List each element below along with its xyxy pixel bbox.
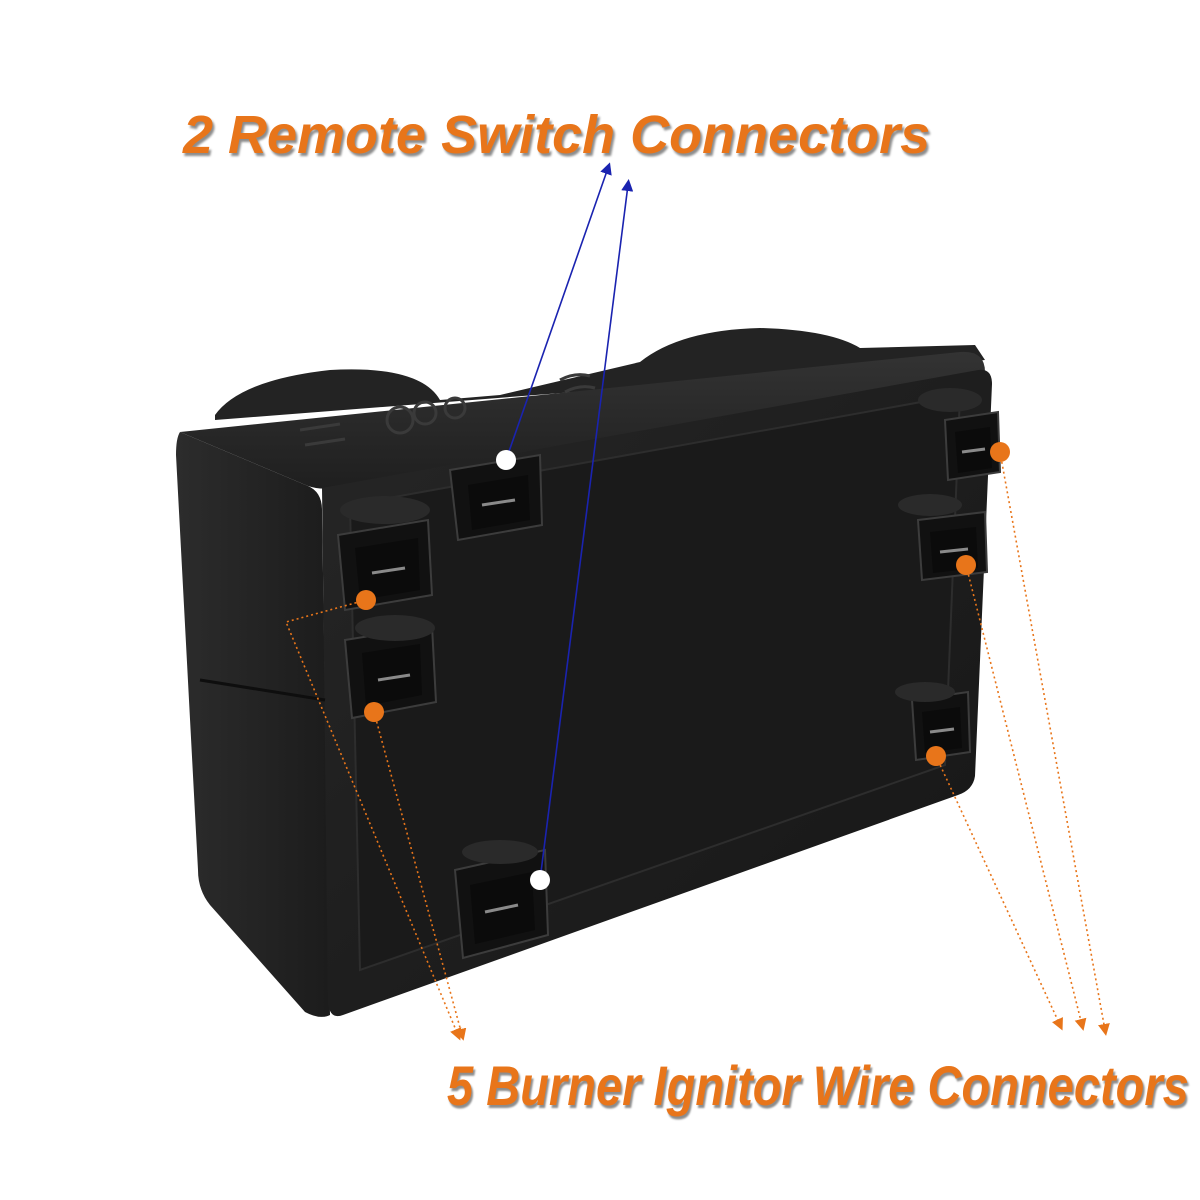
burner-arrow-line	[965, 564, 1087, 1031]
housing-recess	[348, 393, 962, 972]
housing-left-face	[176, 432, 330, 1017]
molded-markings	[299, 373, 596, 447]
burner-markers	[356, 442, 1010, 766]
orange-dot-icon	[364, 702, 384, 722]
burner-connector-caption: 5 Burner Ignitor Wire Connectors	[447, 1054, 1189, 1117]
ignitor-module-housing	[176, 328, 992, 1017]
remote-arrow-line	[505, 162, 612, 461]
housing-top-face	[180, 351, 985, 489]
burner-arrow-line	[935, 755, 1063, 1031]
burner-connector	[343, 615, 438, 720]
remote-arrow-line	[539, 179, 634, 881]
white-dot-icon	[530, 870, 550, 890]
burner-arrow-line	[284, 599, 462, 1041]
orange-dot-icon	[926, 746, 946, 766]
burner-connector	[918, 388, 1002, 482]
burner-arrow-line	[999, 451, 1110, 1036]
burner-callouts	[284, 451, 1110, 1041]
remote-switch-connector	[448, 453, 544, 542]
remote-switch-connector	[453, 840, 550, 960]
white-dot-icon	[496, 450, 516, 470]
connectors	[336, 388, 1002, 960]
remote-markers	[496, 450, 550, 890]
burner-connector	[895, 682, 972, 762]
orange-dot-icon	[990, 442, 1010, 462]
burner-connector	[336, 496, 434, 612]
remote-switch-callouts	[505, 162, 634, 881]
housing-back-bump	[215, 328, 985, 420]
orange-dot-icon	[356, 590, 376, 610]
orange-dot-icon	[956, 555, 976, 575]
burner-arrow-line	[373, 711, 467, 1041]
remote-switch-caption: 2 Remote Switch Connectors	[183, 105, 931, 165]
